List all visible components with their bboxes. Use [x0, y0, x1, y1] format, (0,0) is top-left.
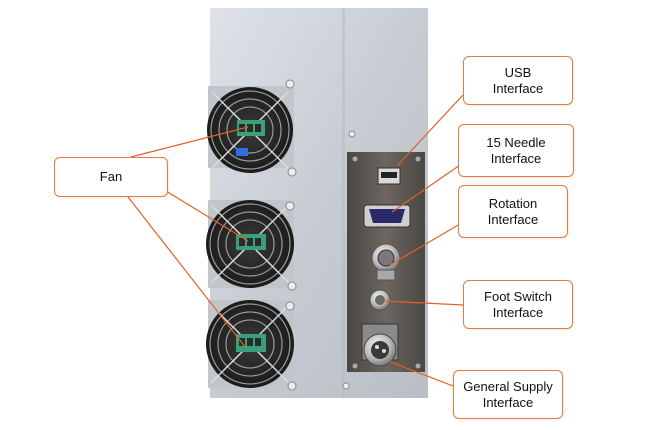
leader-lines: [127, 94, 464, 387]
rotation-label-line1: Rotation: [488, 195, 538, 211]
rotation-label-line2: Interface: [487, 211, 539, 227]
usb-label-line1: USB: [504, 64, 532, 80]
leader-rotation: [389, 223, 461, 266]
usb-label-line2: Interface: [492, 80, 544, 96]
needle15-interface-label: 15 Needle Interface: [458, 124, 574, 177]
fan-top: [207, 79, 297, 177]
general-supply-port: [361, 323, 399, 367]
leader-fan-1: [130, 126, 249, 158]
panel-seam: [342, 8, 345, 398]
rotation-port: [371, 243, 401, 281]
panel-screw: [342, 382, 350, 390]
general-supply-label-line2: Interface: [482, 394, 534, 410]
foot-switch-interface-label: Foot Switch Interface: [463, 280, 573, 329]
leader-supply: [387, 360, 454, 387]
fan-bottom: [206, 300, 297, 391]
general-supply-interface-label: General Supply Interface: [453, 370, 563, 419]
foot-switch-label-line1: Foot Switch: [484, 288, 552, 304]
usb-port: [377, 167, 401, 185]
leader-usb: [396, 94, 464, 167]
leader-needle: [391, 164, 461, 213]
db15-port: [363, 204, 411, 228]
panel-screw: [348, 130, 356, 138]
foot-switch-label-line2: Interface: [492, 304, 544, 320]
leader-fan-3: [127, 196, 247, 349]
general-supply-label-line1: General Supply: [463, 378, 553, 394]
rotation-interface-label: Rotation Interface: [458, 185, 568, 238]
usb-interface-label: USB Interface: [463, 56, 573, 105]
needle15-label-line1: 15 Needle: [486, 134, 546, 150]
fan-label: Fan: [54, 157, 168, 197]
fan-middle: [206, 200, 297, 291]
leader-foot: [383, 300, 464, 306]
fan-label-text: Fan: [99, 169, 123, 184]
needle15-label-line2: Interface: [490, 150, 542, 166]
foot-switch-port: [369, 289, 391, 311]
